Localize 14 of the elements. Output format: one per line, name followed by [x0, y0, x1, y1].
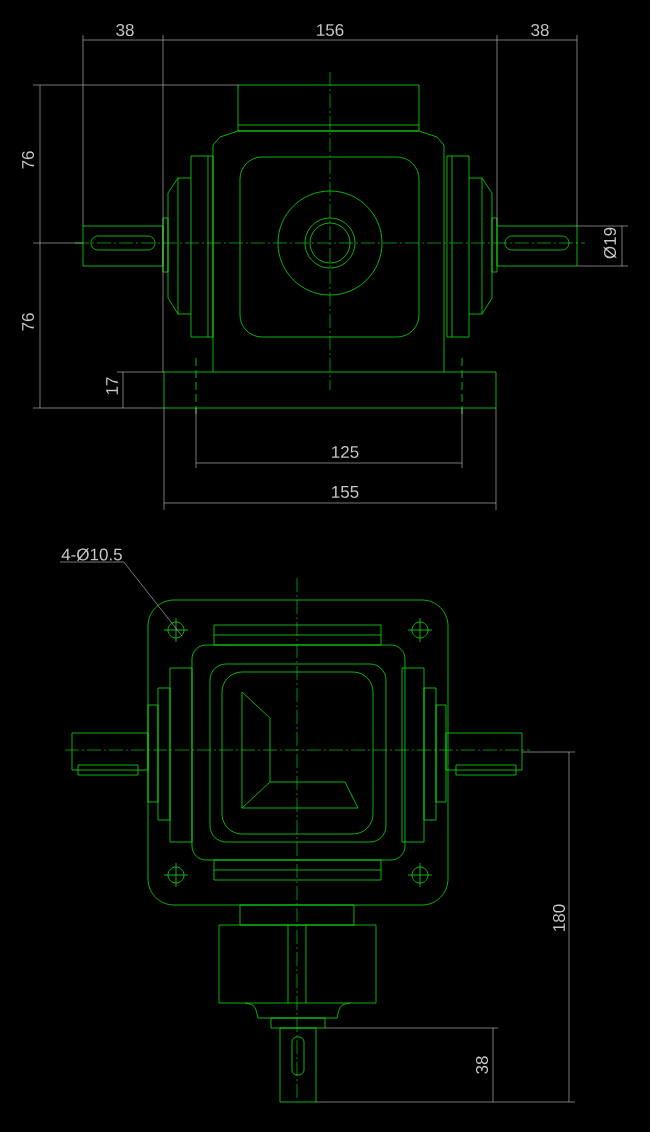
callout-text: 4-Ø10.5 [59, 548, 125, 563]
dimension-text: 38 [531, 24, 549, 37]
dimension-text: 76 [22, 313, 34, 331]
dimension-text: 76 [22, 151, 34, 169]
leader-line [123, 561, 183, 637]
dimension-text: 17 [106, 377, 118, 395]
dimension-text: 125 [332, 446, 359, 459]
dimension-text: Ø19 [603, 227, 617, 259]
dimension-text: 38 [476, 1056, 488, 1074]
dimension-text: 155 [332, 486, 359, 498]
dimension-text: 156 [317, 24, 344, 37]
dimension-text: 38 [116, 24, 134, 37]
dimension-text: 180 [552, 904, 565, 931]
bolt-hole [163, 617, 189, 643]
